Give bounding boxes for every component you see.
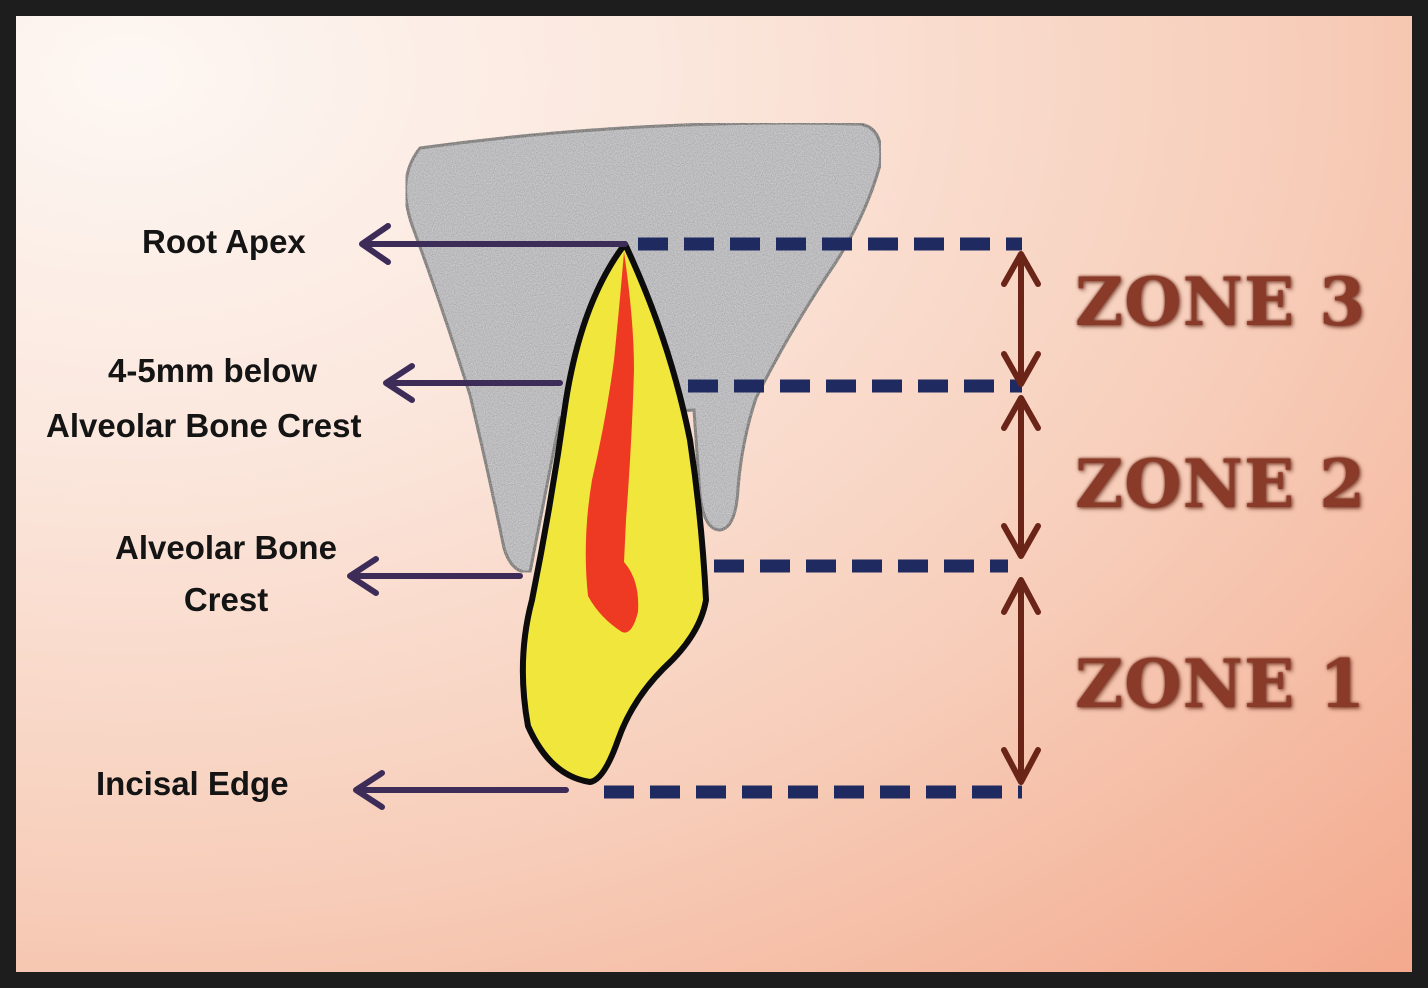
below-crest-arrow: [383, 363, 563, 403]
zone-2-arrow: [1001, 395, 1041, 559]
incisal-edge-arrow: [353, 770, 569, 810]
label-crest-line2: Crest: [183, 581, 269, 618]
label-arrows: [347, 223, 628, 810]
zone-2-label: ZONE 2: [1075, 445, 1367, 523]
label-below-crest-line1: 4-5mm below: [108, 352, 318, 389]
zone-arrows: [1001, 251, 1041, 785]
label-below-crest-line2: Alveolar Bone Crest: [46, 407, 362, 444]
zone-1-label: ZONE 1: [1075, 645, 1367, 723]
zone-3-label: ZONE 3: [1075, 263, 1367, 341]
zone-1-arrow: [1001, 577, 1041, 785]
pulp-canal: [585, 252, 639, 633]
crest-arrow: [347, 556, 523, 596]
zone-3-arrow: [1001, 251, 1041, 387]
label-root-apex: Root Apex: [142, 223, 306, 260]
label-crest-line1: Alveolar Bone: [115, 529, 337, 566]
level-lines: [604, 237, 1022, 799]
root-apex-arrow: [359, 223, 628, 265]
label-incisal-edge: Incisal Edge: [96, 765, 289, 802]
